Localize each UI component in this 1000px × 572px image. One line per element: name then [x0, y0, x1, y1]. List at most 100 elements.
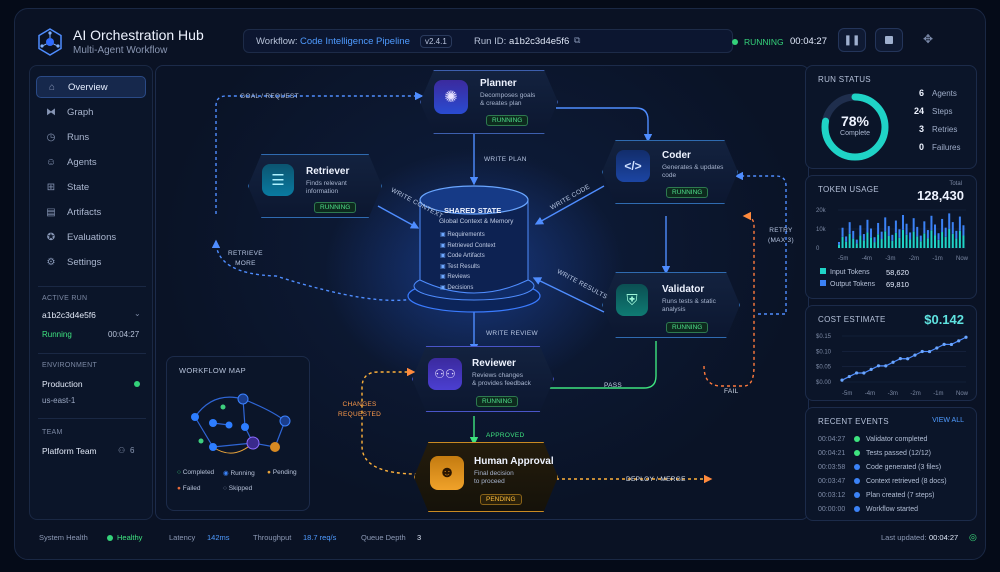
event-row[interactable]: 00:03:58 Code generated (3 files) — [818, 464, 941, 471]
cost-point — [840, 378, 844, 382]
team-name[interactable]: Platform Team — [42, 446, 97, 456]
app-window: AI Orchestration Hub Multi-Agent Workflo… — [14, 8, 986, 560]
pause-icon: ❚❚ — [843, 34, 861, 46]
sidebar-item-evaluations[interactable]: ✪Evaluations — [36, 226, 146, 248]
pause-button[interactable]: ❚❚ — [838, 28, 866, 52]
x-tick-label: -2m — [909, 256, 919, 262]
x-tick-label: -4m — [862, 256, 872, 262]
sidebar-item-label: Overview — [68, 81, 108, 93]
sidebar-item-state[interactable]: ⊞State — [36, 176, 146, 198]
edge-label-fail: FAIL — [724, 388, 739, 395]
event-dot — [854, 450, 860, 456]
token-bar — [902, 215, 904, 230]
cost-point — [884, 364, 888, 368]
stop-button[interactable] — [875, 28, 903, 52]
token-bar — [880, 239, 883, 248]
database-icon: ☰ — [262, 164, 294, 196]
token-bar — [909, 232, 912, 240]
y-tick-label: $0.05 — [816, 365, 832, 371]
event-text: Plan created (7 steps) — [866, 492, 935, 499]
workflow-minimap[interactable] — [173, 381, 305, 465]
cost-point — [876, 364, 881, 368]
queue-label: Queue Depth — [361, 533, 406, 542]
reviewer-node[interactable]: ⚇⚇ Reviewer Reviews changes& provides fe… — [412, 346, 554, 412]
chevron-down-icon[interactable]: ⌄ — [134, 309, 141, 318]
brain-icon: ✺ — [434, 80, 468, 114]
token-bar — [884, 231, 887, 248]
sidebar-item-agents[interactable]: ☺Agents — [36, 151, 146, 173]
sidebar-item-settings[interactable]: ⚙Settings — [36, 251, 146, 273]
environment-name[interactable]: Production — [42, 379, 83, 389]
token-total-label: Total — [949, 181, 962, 187]
x-tick-label: -3m — [888, 391, 898, 397]
eval-icon: ✪ — [46, 231, 56, 243]
edge-label-goal: GOAL / REQUEST — [240, 93, 299, 100]
edge-label-approved: APPROVED — [486, 432, 525, 439]
queue-value: 3 — [417, 533, 422, 542]
token-bar — [852, 238, 855, 248]
status-badge: PENDING — [480, 494, 522, 505]
token-bar — [859, 225, 862, 236]
reviewer-title: Reviewer — [472, 358, 516, 369]
planner-node[interactable]: ✺ Planner Decomposes goals& creates plan… — [420, 70, 558, 134]
health-label: System Health — [39, 533, 88, 542]
shared-state-store[interactable] — [406, 184, 542, 316]
token-bar — [873, 242, 876, 248]
sidebar-item-artifacts[interactable]: ▤Artifacts — [36, 201, 146, 223]
doc-icon: ▣ — [440, 242, 448, 249]
workflow-name[interactable]: Code Intelligence Pipeline — [300, 36, 410, 47]
clock-icon: ◷ — [46, 131, 56, 143]
stop-icon — [885, 36, 893, 44]
event-text: Code generated (3 files) — [866, 464, 942, 471]
token-bar — [898, 237, 901, 248]
retriever-desc-1: Finds relevant — [306, 180, 347, 187]
event-time: 00:03:58 — [818, 464, 846, 471]
token-bar — [870, 237, 872, 248]
team-review-icon: ⚇⚇ — [428, 358, 462, 390]
event-time: 00:04:27 — [818, 436, 846, 443]
run-id-label: Run ID: — [474, 36, 507, 47]
token-bar — [944, 227, 947, 237]
environment-label: ENVIRONMENT — [42, 362, 98, 369]
y-tick-label: $0.15 — [816, 334, 832, 340]
output-tokens-legend: Output Tokens — [820, 280, 875, 288]
move-icon[interactable]: ✥ — [923, 32, 934, 46]
token-bar — [948, 228, 951, 248]
view-all-link[interactable]: VIEW ALL — [932, 417, 964, 424]
active-run-label: ACTIVE RUN — [42, 295, 88, 302]
token-bar — [898, 229, 901, 238]
list-item: ▣ Test Results — [440, 263, 480, 270]
reviewer-desc-2: & provides feedback — [472, 380, 531, 387]
sidebar-item-graph[interactable]: ⧓Graph — [36, 101, 146, 123]
app-subtitle: Multi-Agent Workflow — [73, 45, 168, 56]
sidebar-item-runs[interactable]: ◷Runs — [36, 126, 146, 148]
copy-icon[interactable]: ⧉ — [574, 35, 581, 45]
refresh-icon[interactable]: ◎ — [969, 532, 977, 542]
list-item: ▣ Retrieved Context — [440, 242, 496, 249]
token-bar — [848, 222, 851, 234]
validator-desc-1: Runs tests & static — [662, 298, 716, 305]
cost-point — [935, 346, 939, 350]
planner-desc-1: Decomposes goals — [480, 92, 536, 99]
human-desc-2: to proceed — [474, 478, 505, 485]
legend-running: ◉ Running — [223, 470, 255, 477]
validator-title: Validator — [662, 284, 705, 295]
edge-label-retry: RETRY(MAX 3) — [768, 227, 794, 244]
token-bar — [944, 236, 947, 248]
active-run-id[interactable]: a1b2c3d4e5f6 — [42, 310, 96, 320]
sidebar-item-overview[interactable]: ⌂Overview — [36, 76, 146, 98]
